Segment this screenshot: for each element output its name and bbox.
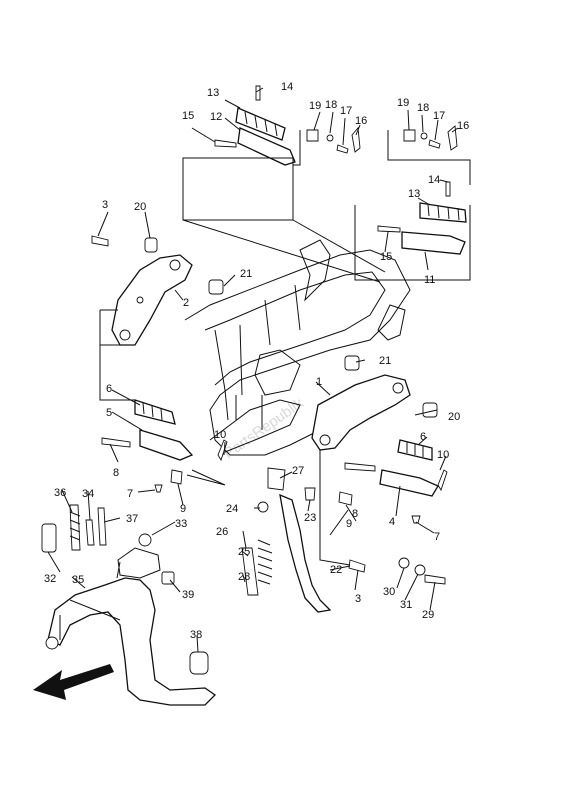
right-front-footpeg	[344, 439, 439, 524]
callout-8b: 8	[352, 508, 358, 520]
watermark: PartsRepublik	[221, 394, 308, 462]
callout-16b: 16	[457, 120, 469, 132]
callout-34: 34	[82, 488, 94, 500]
callout-9: 9	[180, 503, 186, 515]
callout-7b: 7	[434, 531, 440, 543]
callout-12: 12	[210, 111, 222, 123]
small-hardware	[91, 125, 458, 506]
callout-35: 35	[72, 574, 84, 586]
left-rear-footrest	[214, 85, 296, 166]
callout-13: 13	[207, 87, 219, 99]
callout-14: 14	[281, 81, 293, 93]
callout-22: 22	[330, 564, 342, 576]
callout-7: 7	[127, 488, 133, 500]
callout-8: 8	[113, 467, 119, 479]
frame	[184, 239, 411, 456]
callout-37: 37	[126, 513, 138, 525]
callout-6: 6	[106, 383, 112, 395]
callout-10: 10	[214, 429, 226, 441]
callout-39: 39	[182, 589, 194, 601]
callout-24: 24	[226, 503, 238, 515]
reference-lines	[59, 130, 471, 640]
callout-3: 3	[102, 199, 108, 211]
right-footrest-bracket	[311, 374, 411, 451]
callout-15: 15	[182, 110, 194, 122]
callout-18b: 18	[417, 102, 429, 114]
callout-21b: 21	[379, 355, 391, 367]
callout-2: 2	[183, 297, 189, 309]
callout-30: 30	[383, 586, 395, 598]
callout-31: 31	[400, 599, 412, 611]
callout-4: 4	[389, 516, 395, 528]
side-stand	[241, 467, 446, 613]
callout-21: 21	[240, 268, 252, 280]
callout-19: 19	[309, 100, 321, 112]
right-rear-footrest	[377, 181, 467, 255]
callout-36: 36	[54, 487, 66, 499]
callout-5: 5	[106, 407, 112, 419]
callout-14b: 14	[428, 174, 440, 186]
callout-18: 18	[325, 99, 337, 111]
callout-20b: 20	[448, 411, 460, 423]
front-direction-arrow-icon	[33, 664, 114, 700]
callout-19b: 19	[397, 97, 409, 109]
callout-26: 26	[216, 526, 228, 538]
callout-9b: 9	[346, 518, 352, 530]
callout-13b: 13	[408, 188, 420, 200]
callout-17: 17	[340, 105, 352, 117]
callout-25: 25	[238, 546, 250, 558]
centre-stand	[41, 504, 217, 706]
leader-lines	[47, 87, 459, 653]
callout-labels: 1 2 3 3 4 5 6 6 7 7 8 8 9 9 10 10 11 12 …	[44, 81, 469, 641]
callout-38: 38	[190, 629, 202, 641]
callout-27: 27	[292, 465, 304, 477]
callout-20: 20	[134, 201, 146, 213]
callout-3b: 3	[355, 593, 361, 605]
callout-28: 28	[238, 571, 250, 583]
left-front-footpeg	[101, 399, 194, 493]
callout-1: 1	[316, 376, 322, 388]
callout-6b: 6	[420, 431, 426, 443]
callout-32: 32	[44, 573, 56, 585]
callout-23: 23	[304, 512, 316, 524]
callout-10b: 10	[437, 449, 449, 461]
callout-15b: 15	[380, 251, 392, 263]
callout-16: 16	[355, 115, 367, 127]
callout-11: 11	[424, 274, 435, 286]
callout-17b: 17	[433, 110, 445, 122]
callout-33: 33	[175, 518, 187, 530]
callout-29: 29	[422, 609, 434, 621]
left-footrest-bracket	[111, 254, 193, 346]
